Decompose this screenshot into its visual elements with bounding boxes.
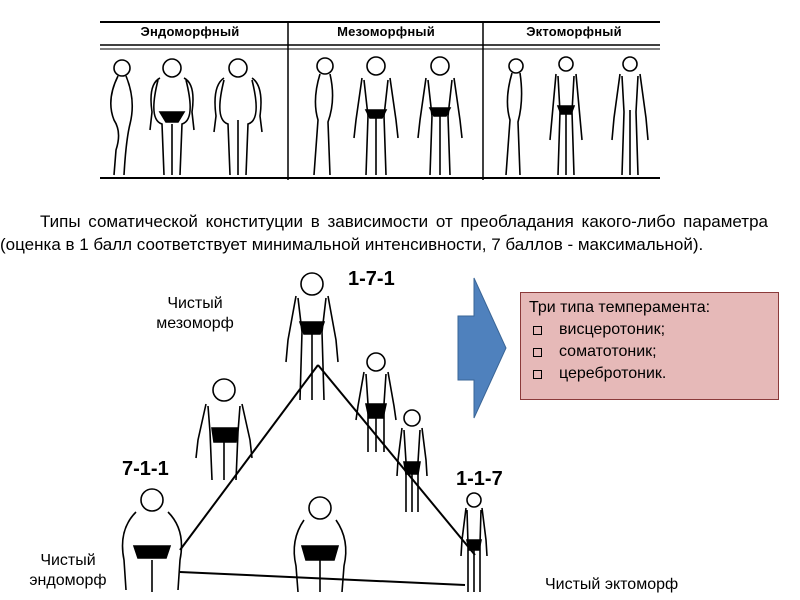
header-frame: [100, 21, 660, 180]
right-arrow-icon: [457, 277, 507, 419]
temperament-box: Три типа темперамента: висцеротоник; сом…: [520, 292, 779, 400]
list-item: церебротоник.: [529, 363, 770, 385]
temperament-title: Три типа темперамента:: [529, 299, 711, 316]
triangle-right-edge: [317, 364, 476, 556]
ectomorph-back-figure: [611, 56, 649, 176]
header-endomorph: Эндоморфный: [140, 24, 240, 39]
header-mesomorph: Мезоморфный: [337, 24, 435, 39]
pure-endomorph-label: Чистый эндоморф: [29, 552, 107, 589]
square-bullet-icon: [533, 348, 542, 357]
header-figures: [110, 56, 649, 176]
code-1-7-1: 1-7-1: [348, 268, 395, 290]
square-bullet-icon: [533, 370, 542, 379]
header-ectomorph: Эктоморфный: [526, 24, 622, 39]
pure-ectomorph-label: Чистый эктоморф: [545, 576, 679, 593]
pure-mesomorph-figure: [285, 272, 339, 401]
list-item: соматотоник;: [529, 341, 770, 363]
triangle-base-edge: [179, 571, 466, 586]
triangle-left-edge: [179, 364, 319, 551]
somatotype-header-band: Эндоморфный Мезоморфный Эктоморфный: [100, 20, 660, 185]
endomorph-side-figure: [110, 59, 134, 176]
code-7-1-1: 7-1-1: [122, 458, 169, 480]
endomorph-back-figure: [213, 58, 263, 176]
pure-mesomorph-label: Чистый мезоморф: [156, 295, 234, 332]
ectomorph-side-figure: [505, 58, 524, 176]
pure-ectomorph-figure: [460, 492, 488, 592]
square-bullet-icon: [533, 326, 542, 335]
list-item: висцеротоник;: [529, 319, 770, 341]
code-1-1-7: 1-1-7: [456, 468, 503, 490]
pure-endomorph-figure: [121, 488, 183, 592]
temperament-list: висцеротоник; соматотоник; церебротоник.: [529, 319, 770, 385]
ectomorph-front-figure: [549, 56, 583, 176]
figure-caption: Типы соматической конституции в зависимо…: [0, 212, 768, 254]
endomorph-front-figure: [149, 58, 195, 176]
endomorph-ectomorph-bottom-figure: [293, 496, 347, 593]
mesomorph-back-figure: [417, 56, 463, 176]
mesomorph-side-figure: [313, 57, 334, 176]
mesomorph-ectomorph-figure-lower: [396, 409, 428, 512]
mesomorph-front-figure: [353, 56, 399, 176]
mesomorph-ectomorph-figure-upper: [355, 352, 397, 452]
endomorph-mesomorph-figure: [195, 378, 253, 481]
